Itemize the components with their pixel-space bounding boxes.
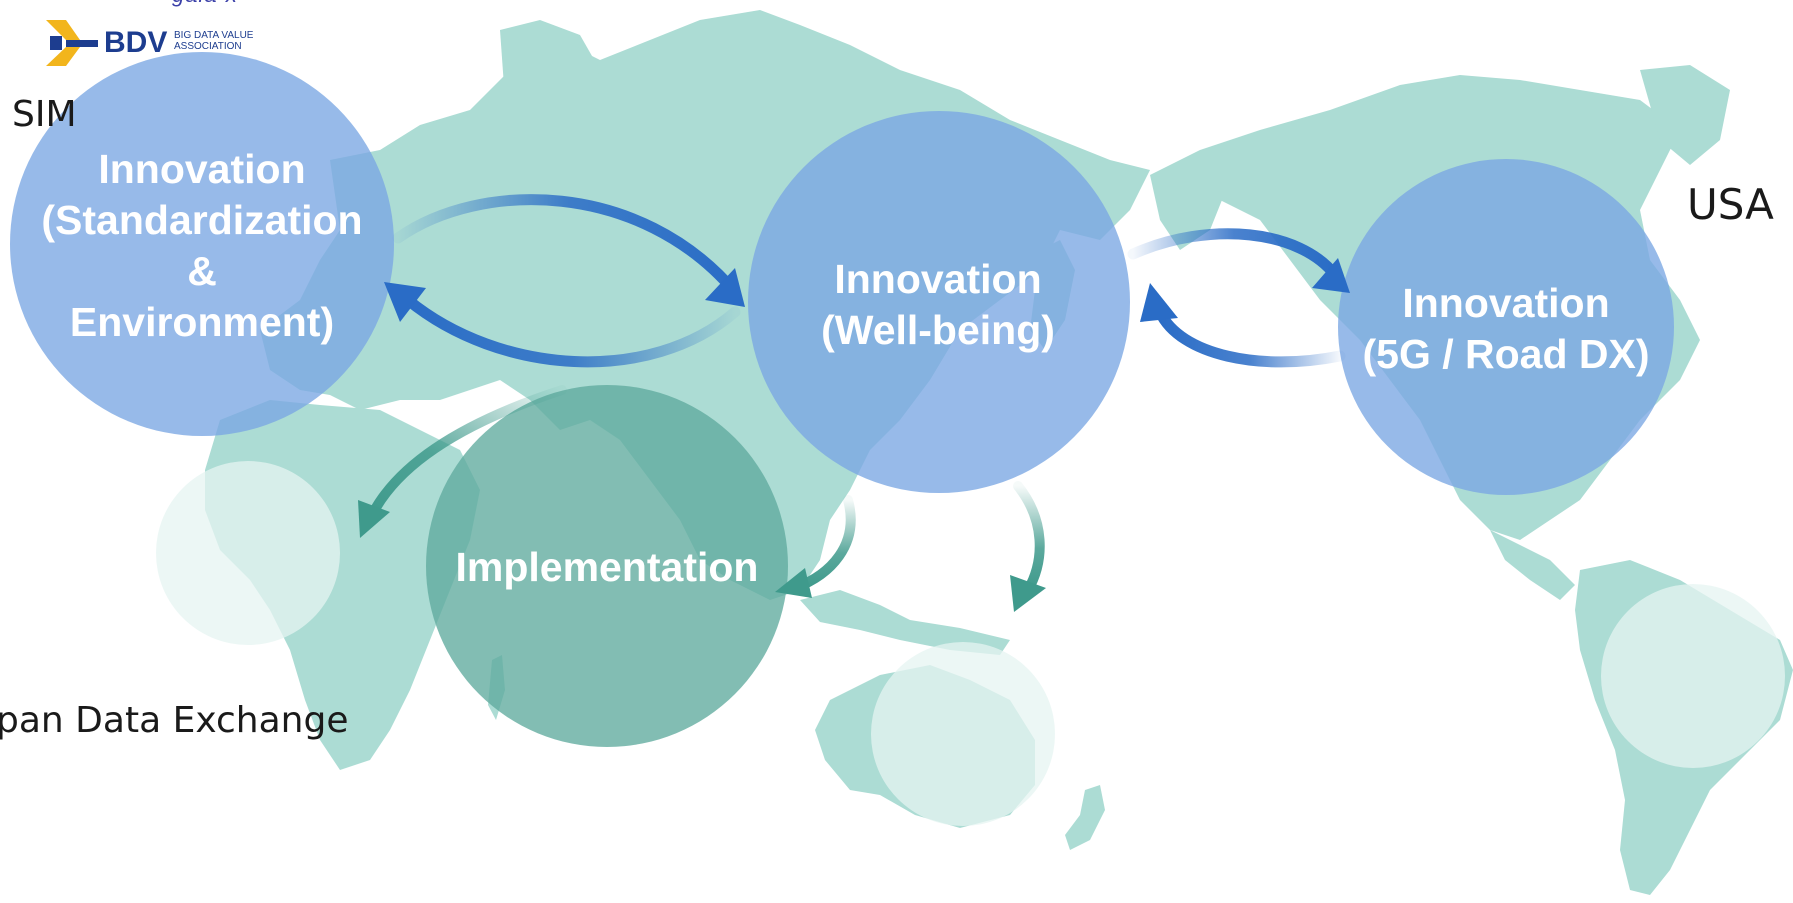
- faint-circle-africa: [156, 461, 340, 645]
- label-usa: USA: [1687, 180, 1774, 229]
- bubble-europe-line2: (Standardization: [41, 197, 363, 243]
- label-sim: SIM: [12, 94, 77, 135]
- bubble-usa-text: Innovation (5G / Road DX): [1326, 278, 1686, 380]
- arrow-europe-to-japan: [392, 194, 741, 298]
- bubble-europe-text: Innovation (Standardization & Environmen…: [22, 144, 382, 348]
- alaska: [1150, 150, 1230, 250]
- bdv-subtitle: BIG DATA VALUE ASSOCIATION: [174, 30, 253, 52]
- arrow-japan-to-usa: [1127, 228, 1341, 281]
- faint-circle-south-america: [1601, 584, 1785, 768]
- arrow-usa-to-japan: [1154, 306, 1346, 368]
- arrow-usa-to-japan-head: [1140, 283, 1178, 322]
- bubble-europe: [10, 52, 394, 436]
- arrow-japan-to-europe-head: [384, 282, 426, 322]
- arrow-to-australia: [1013, 481, 1045, 595]
- bubble-japan: [748, 111, 1130, 493]
- bubble-usa: [1338, 159, 1674, 495]
- central-america: [1490, 530, 1575, 600]
- bdv-name: BDV: [104, 26, 168, 59]
- arrow-europe-to-japan-head: [705, 268, 745, 307]
- bubble-asia-text: Implementation: [427, 542, 787, 593]
- arrow-to-africa-head: [358, 500, 390, 538]
- bubble-europe-line4: Environment): [69, 299, 335, 345]
- southeast-asia-islands: [800, 590, 1010, 655]
- bdv-subtitle-line2: ASSOCIATION: [174, 41, 242, 52]
- faint-circle-australia: [871, 642, 1055, 826]
- bubble-usa-line2: (5G / Road DX): [1362, 331, 1650, 377]
- arrow-to-africa: [367, 385, 567, 520]
- bdv-mark-icon: [46, 20, 98, 66]
- bubble-usa-line1: Innovation: [1402, 280, 1610, 326]
- gaia-x-logo-text: gaia-x: [172, 0, 238, 8]
- bubble-japan-text: Innovation (Well-being): [758, 254, 1118, 356]
- bubble-asia-line1: Implementation: [455, 544, 759, 590]
- bdv-subtitle-line1: BIG DATA VALUE: [174, 30, 254, 41]
- greenland: [1640, 65, 1730, 165]
- arrow-to-asia-head: [775, 568, 812, 598]
- label-data-exchange: pan Data Exchange: [0, 700, 349, 741]
- scandinavia: [500, 20, 600, 150]
- arrow-japan-to-usa-head: [1312, 258, 1350, 293]
- bubble-japan-line1: Innovation: [834, 256, 1042, 302]
- bdv-logo: BDV BIG DATA VALUE ASSOCIATION: [46, 20, 266, 66]
- bubble-europe-line1: Innovation: [98, 146, 306, 192]
- bubble-europe-line3: &: [187, 248, 217, 294]
- arrow-japan-to-europe: [402, 294, 741, 368]
- bubble-japan-line2: (Well-being): [821, 307, 1055, 353]
- arrow-to-australia-head: [1010, 575, 1046, 612]
- new-zealand: [1065, 785, 1105, 850]
- bubble-asia: [426, 385, 788, 747]
